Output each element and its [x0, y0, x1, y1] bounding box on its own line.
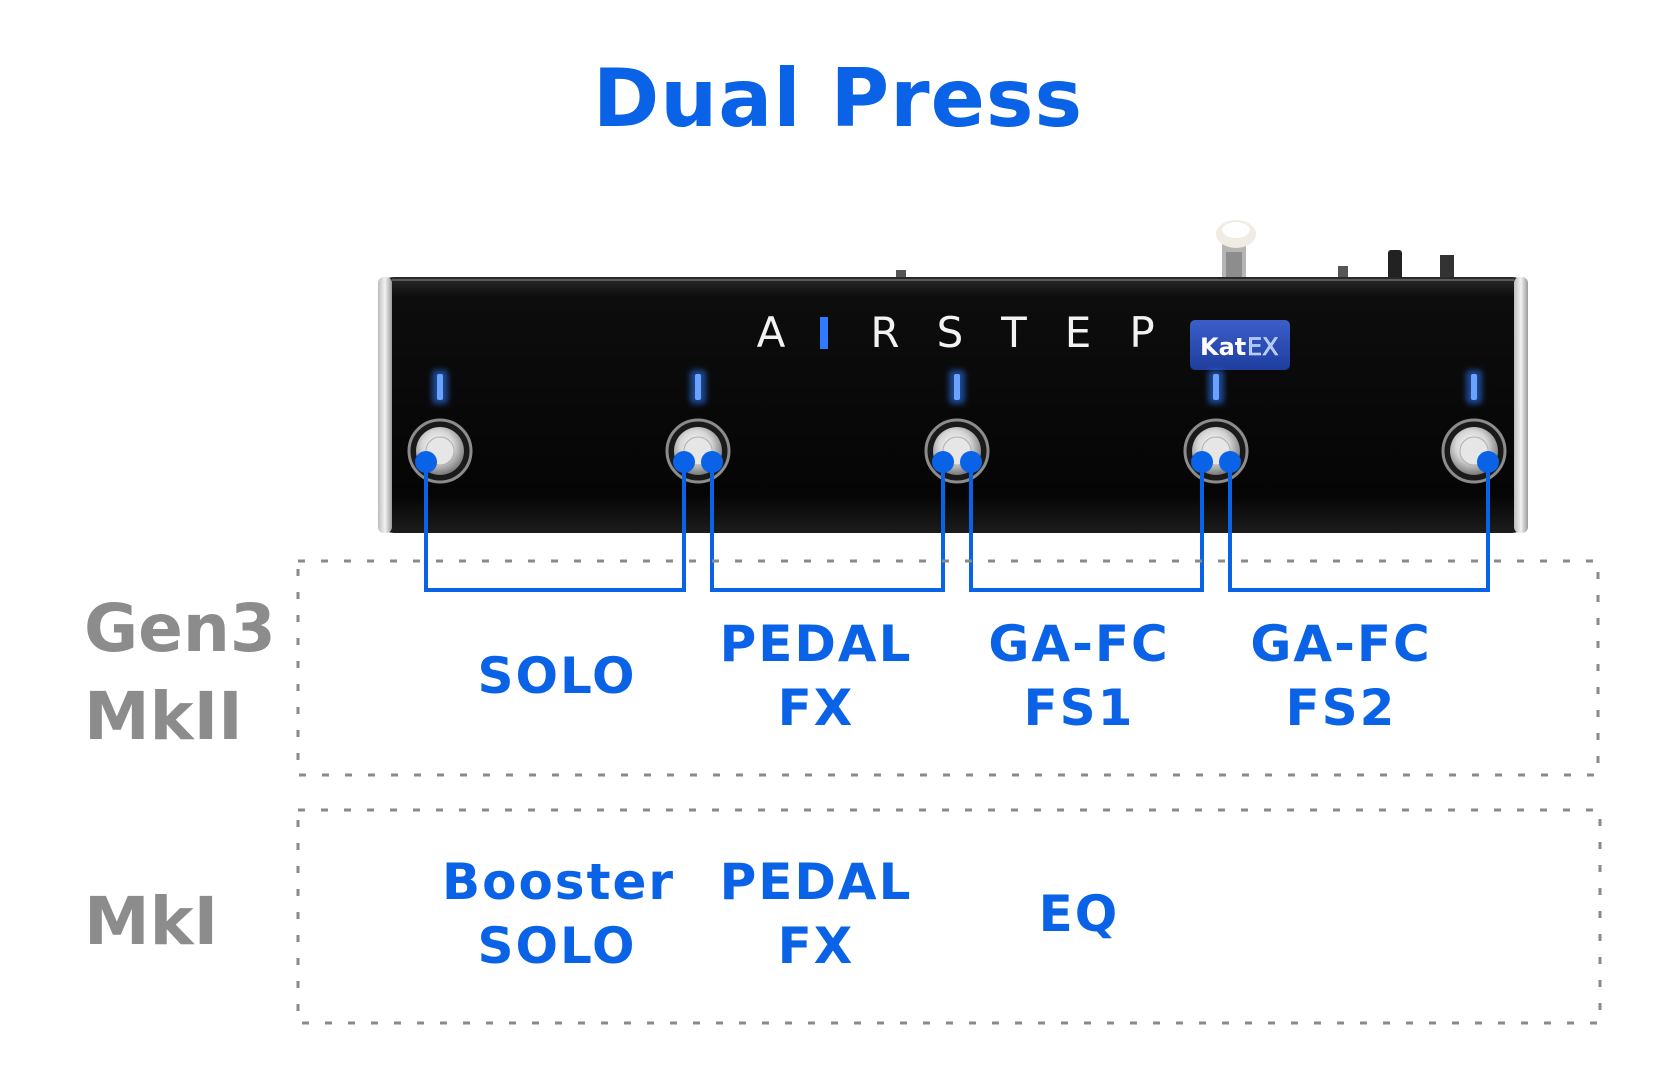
led	[954, 374, 960, 400]
label-line: MkII	[84, 678, 243, 755]
function-label-line: PEDAL	[719, 615, 913, 673]
function-label: GA-FC FS2	[1226, 612, 1456, 740]
function-label-line: FX	[777, 917, 855, 975]
function-label: PEDAL FX	[701, 850, 931, 978]
svg-text:R: R	[870, 308, 899, 357]
function-label: PEDAL FX	[701, 612, 931, 740]
svg-text:A: A	[757, 308, 786, 357]
mki-box	[296, 808, 1602, 1025]
function-label-line: SOLO	[477, 647, 637, 705]
function-label-line: GA-FC	[988, 615, 1170, 673]
function-label-line: SOLO	[477, 917, 637, 975]
led	[695, 374, 701, 400]
led	[1213, 374, 1219, 400]
page-title: Dual Press	[592, 52, 1084, 145]
gen3-mkii-box	[296, 559, 1600, 777]
contact-dot	[673, 451, 695, 473]
function-label: SOLO	[442, 644, 672, 708]
label-line: MkI	[84, 883, 219, 960]
contact-dot	[932, 451, 954, 473]
led	[1471, 374, 1477, 400]
function-label-line: FX	[777, 679, 855, 737]
svg-text:T: T	[1000, 308, 1027, 357]
connector-bracket	[1228, 462, 1490, 592]
svg-text:S: S	[937, 308, 964, 357]
contact-dot	[1191, 451, 1213, 473]
svg-text:E: E	[1065, 308, 1092, 357]
function-label-line: FS1	[1023, 679, 1135, 737]
badge-text-kat: Kat	[1200, 333, 1246, 361]
connector-bracket	[969, 462, 1204, 592]
led	[437, 374, 443, 400]
top-hardware	[896, 220, 1454, 282]
function-label: GA-FC FS1	[964, 612, 1194, 740]
function-label-line: PEDAL	[719, 853, 913, 911]
contact-dot	[1219, 451, 1241, 473]
contact-dots	[415, 451, 1499, 473]
function-label-line: GA-FC	[1250, 615, 1432, 673]
leds	[432, 370, 1482, 404]
contact-dot	[415, 451, 437, 473]
label-line: Gen3	[84, 590, 276, 667]
connector-bracket	[710, 462, 945, 592]
function-label-line: FS2	[1285, 679, 1397, 737]
contact-dot	[1477, 451, 1499, 473]
contact-dot	[701, 451, 723, 473]
function-label: EQ	[964, 882, 1194, 946]
gen3-mkii-label: Gen3 MkII	[84, 585, 276, 761]
katex-badge: Kat EX	[1190, 320, 1290, 370]
dual-press-connectors	[424, 462, 1490, 592]
badge-text-ex: EX	[1247, 333, 1279, 361]
svg-text:P: P	[1129, 308, 1154, 357]
connector-bracket	[424, 462, 686, 592]
contact-dot	[960, 451, 982, 473]
mki-label: MkI	[84, 878, 218, 966]
function-label-line: Booster	[442, 853, 676, 911]
airstep-logo: A R S T E P	[757, 308, 1155, 357]
function-label-line: EQ	[1038, 885, 1120, 943]
